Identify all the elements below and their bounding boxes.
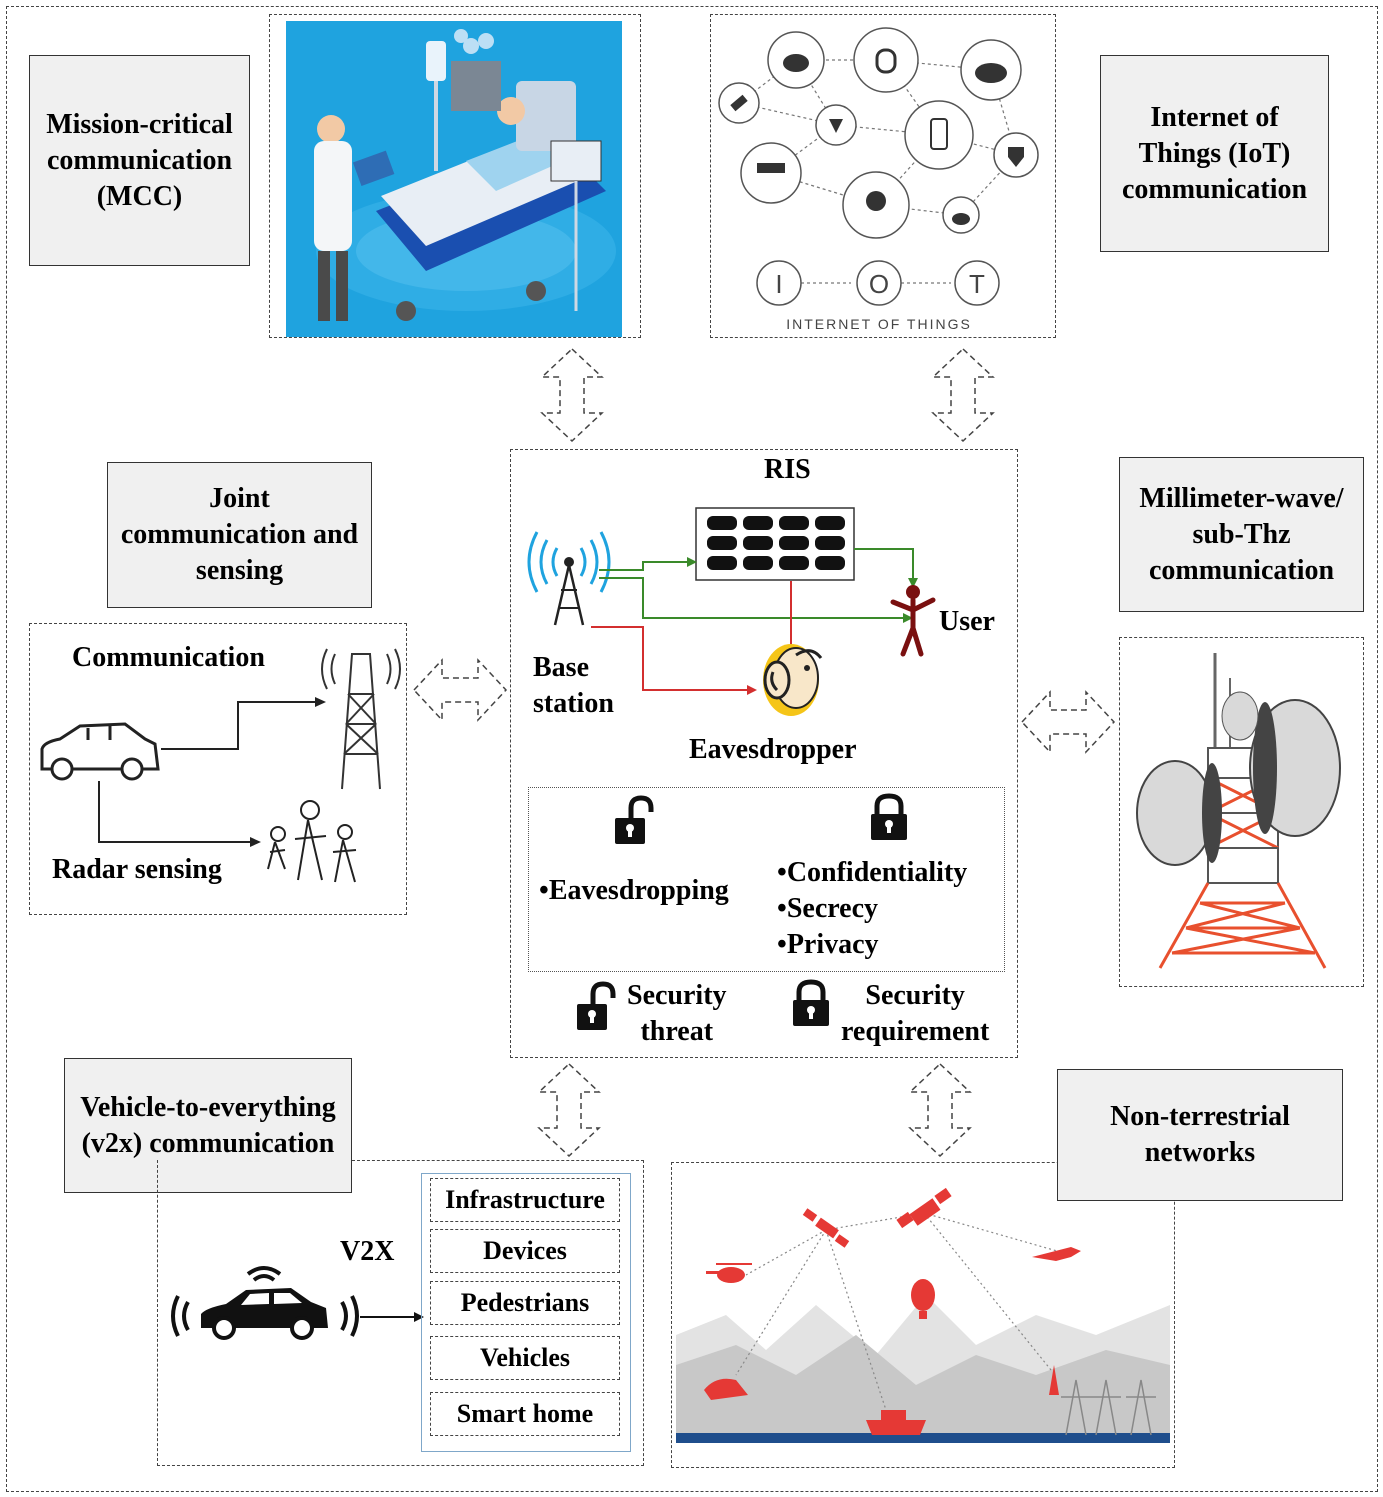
connected-car-icon <box>171 1266 359 1340</box>
requirement-text: Secrecy <box>786 893 879 924</box>
v2x-target-item: Infrastructure <box>430 1178 620 1222</box>
eavesdropper-icon <box>763 644 823 716</box>
requirement-item: •Privacy <box>777 929 879 960</box>
outer-frame <box>6 6 1378 1492</box>
iot-image-frame: I O T INTERNET OF THINGS <box>710 14 1056 338</box>
base-station-line: station <box>533 688 614 719</box>
iot-letter: O <box>869 269 889 299</box>
pedestrians-icon <box>267 800 357 883</box>
mcc-label-line: (MCC) <box>96 180 183 212</box>
base-station-icon <box>527 531 611 626</box>
mcc-label-line: Mission-critical <box>46 108 233 140</box>
double-arrow-vertical-icon <box>931 347 995 443</box>
v2x-label-line: (v2x) communication <box>81 1127 335 1159</box>
mmwave-label: Millimeter-wave/ sub-Thz communication <box>1119 457 1364 612</box>
legend-unlock-icon <box>577 981 616 1030</box>
security-box <box>528 787 1005 972</box>
base-station-line: Base <box>533 652 589 683</box>
ris-surface-icon <box>695 507 855 581</box>
requirements-list: •Confidentiality •Secrecy •Privacy <box>777 855 967 963</box>
legend-threat-line: Security <box>627 980 727 1011</box>
requirement-text: Privacy <box>786 929 879 960</box>
v2x-target-item: Vehicles <box>430 1336 620 1380</box>
mmwave-tower-illustration <box>1136 653 1341 969</box>
ris-drawing <box>527 507 936 716</box>
v2x-tag: V2X <box>340 1236 395 1267</box>
car-icon <box>40 722 160 781</box>
v2x-panel <box>157 1160 644 1466</box>
v2x-label-line: Vehicle-to-everything <box>80 1091 336 1123</box>
mcc-label: Mission-critical communication (MCC) <box>29 55 250 266</box>
legend-threat-line: threat <box>640 1016 714 1047</box>
v2x-label: Vehicle-to-everything (v2x) communicatio… <box>64 1058 352 1193</box>
mmwave-label-line: Millimeter-wave/ <box>1139 482 1344 514</box>
double-arrow-vertical-icon <box>537 1062 601 1158</box>
base-station-label: Base station <box>533 650 614 722</box>
cell-tower-icon <box>321 648 401 790</box>
double-arrow-horizontal-icon <box>1020 690 1116 754</box>
v2x-target-item: Smart home <box>430 1392 620 1436</box>
jcs-label-line: communication and <box>120 519 359 550</box>
double-arrow-vertical-icon <box>540 347 604 443</box>
threat-item: •Eavesdropping <box>539 875 729 906</box>
legend-requirement-line: requirement <box>841 1016 990 1047</box>
ntn-illustration <box>676 1187 1170 1443</box>
ntn-label-line: Non-terrestrial <box>1110 1101 1290 1132</box>
iot-label-line: Things (IoT) <box>1138 137 1291 169</box>
jcs-communication-text: Communication <box>72 642 265 673</box>
v2x-target-item: Pedestrians <box>430 1281 620 1325</box>
jcs-label: Joint communication and sensing <box>107 462 372 608</box>
v2x-arrow <box>360 1312 424 1322</box>
mmwave-image-frame <box>1119 637 1364 987</box>
ntn-label-line: networks <box>1144 1137 1256 1168</box>
double-arrow-horizontal-icon <box>412 658 508 722</box>
jcs-panel: Communication Radar sensing <box>29 623 407 915</box>
mmwave-label-line: sub-Thz <box>1192 518 1291 550</box>
mcc-label-line: communication <box>46 144 233 176</box>
user-label: User <box>939 606 995 637</box>
jcs-label-line: sensing <box>195 555 284 586</box>
hospital-illustration <box>286 21 622 337</box>
user-icon <box>890 585 936 657</box>
ntn-label: Non-terrestrial networks <box>1057 1069 1343 1201</box>
lock-icon <box>871 793 907 840</box>
threat-item-text: Eavesdropping <box>548 875 729 906</box>
requirement-text: Confidentiality <box>786 857 968 888</box>
ris-title: RIS <box>764 454 811 485</box>
legend-requirement-text: Security requirement <box>841 978 989 1050</box>
legend-threat-text: Security threat <box>627 978 727 1050</box>
ntn-panel <box>671 1162 1175 1468</box>
ris-panel: RIS Base station User Eavesdropper <box>510 449 1018 1058</box>
eavesdropper-label: Eavesdropper <box>689 734 857 765</box>
unlock-icon <box>615 795 654 844</box>
iot-letter: T <box>969 269 985 299</box>
iot-caption: INTERNET OF THINGS <box>786 316 972 332</box>
iot-label: Internet of Things (IoT) communication <box>1100 55 1329 252</box>
v2x-panel-top <box>352 1160 644 1161</box>
requirement-item: •Confidentiality <box>777 857 968 888</box>
double-arrow-vertical-icon <box>908 1062 972 1158</box>
requirement-item: •Secrecy <box>777 893 879 924</box>
mmwave-label-line: communication <box>1148 554 1335 586</box>
iot-label-line: communication <box>1121 173 1308 205</box>
iot-network-illustration: I O T INTERNET OF THINGS <box>718 27 1039 332</box>
legend-lock-icon <box>793 979 829 1026</box>
jcs-radar-text: Radar sensing <box>52 854 222 885</box>
jcs-drawing <box>40 648 401 883</box>
iot-label-line: Internet of <box>1150 101 1279 133</box>
v2x-target-item: Devices <box>430 1229 620 1273</box>
v2x-targets-box: Infrastructure Devices Pedestrians Vehic… <box>421 1173 631 1452</box>
legend-requirement-line: Security <box>865 980 965 1011</box>
jcs-label-line: Joint <box>209 483 270 514</box>
iot-letter: I <box>775 269 782 299</box>
mcc-image-frame <box>269 14 641 338</box>
